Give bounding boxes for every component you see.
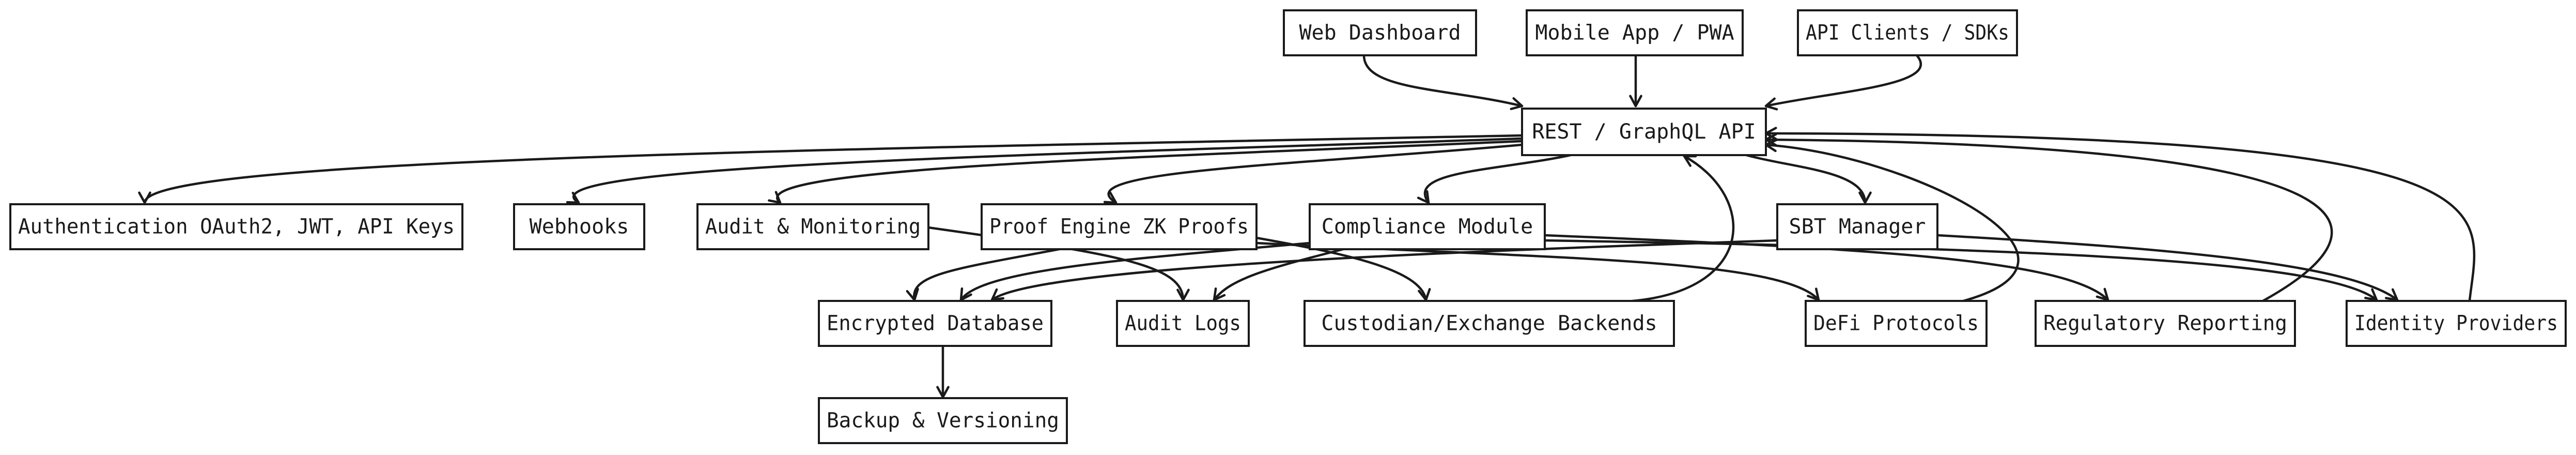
node-box-auth xyxy=(9,203,463,250)
edge-line xyxy=(1745,154,1867,204)
edge-line xyxy=(1764,143,2020,302)
node-box-regulatory xyxy=(2035,300,2296,347)
edge-line xyxy=(1631,155,1735,302)
edge-api-to-webhooks xyxy=(566,137,1524,204)
node-webhooks: Webhooks xyxy=(513,203,645,250)
arrowhead-icon xyxy=(1629,95,1642,108)
edge-line xyxy=(1213,248,1345,301)
node-mobile-app: Mobile App / PWA xyxy=(1526,9,1744,56)
edge-compliance-to-audit-logs xyxy=(1213,248,1345,301)
node-box-custodian xyxy=(1303,300,1675,347)
edge-line xyxy=(1543,234,2109,301)
node-label-web-dashboard: Web Dashboard xyxy=(1299,21,1461,45)
node-box-identity xyxy=(2346,300,2567,347)
arrowhead-icon xyxy=(1764,97,1778,111)
node-label-audit-logs: Audit Logs xyxy=(1125,312,1241,336)
edge-line xyxy=(1423,154,1572,204)
edge-line xyxy=(1764,138,2333,302)
arrowhead-icon xyxy=(1103,191,1118,204)
edge-line xyxy=(572,137,1524,204)
node-box-api-clients xyxy=(1797,9,2018,56)
node-label-sbt-manager: SBT Manager xyxy=(1789,215,1926,239)
node-defi: DeFi Protocols xyxy=(1805,300,1988,347)
edge-line xyxy=(1362,54,1524,108)
node-web-dashboard: Web Dashboard xyxy=(1283,9,1477,56)
edge-api-to-sbt-manager xyxy=(1745,154,1872,204)
edge-proof-engine-to-encrypted-db xyxy=(906,248,1061,301)
nodes-layer: Web Dashboard Mobile App / PWA API Clients… xyxy=(9,9,2567,444)
edge-line xyxy=(143,134,1524,204)
arrowhead-icon xyxy=(1510,97,1524,111)
edge-api-to-audit-monitoring xyxy=(768,140,1524,204)
node-api-clients: API Clients / SDKs xyxy=(1797,9,2018,56)
edge-line xyxy=(1255,241,1820,301)
node-auth: Authentication OAuth2, JWT, API Keys xyxy=(9,203,463,250)
node-box-api xyxy=(1521,108,1767,156)
edge-compliance-to-identity xyxy=(1543,239,2378,301)
node-box-encrypted-db xyxy=(818,300,1052,347)
node-custodian: Custodian/Exchange Backends xyxy=(1303,300,1675,347)
node-encrypted-db: Encrypted Database xyxy=(818,300,1052,347)
node-audit-logs: Audit Logs xyxy=(1116,300,1250,347)
arrowhead-icon xyxy=(1417,190,1430,204)
node-regulatory: Regulatory Reporting xyxy=(2035,300,2296,347)
arrowhead-icon xyxy=(768,191,782,204)
edge-web-dashboard-to-api xyxy=(1362,54,1524,111)
node-api: REST / GraphQL API xyxy=(1521,108,1767,156)
edge-api-to-proof-engine xyxy=(1103,143,1524,204)
node-audit-monitoring: Audit & Monitoring xyxy=(696,203,929,250)
edge-line xyxy=(1107,143,1524,204)
arrowhead-icon xyxy=(906,287,919,301)
edge-proof-engine-to-defi xyxy=(1255,241,1820,301)
edge-line xyxy=(1936,234,2399,301)
edge-api-clients-to-api xyxy=(1764,54,1922,111)
edge-api-to-auth xyxy=(138,134,1524,204)
node-label-auth: Authentication OAuth2, JWT, API Keys xyxy=(18,215,455,239)
node-proof-engine: Proof Engine ZK Proofs xyxy=(981,203,1258,250)
arrowhead-icon xyxy=(1858,191,1872,204)
edge-line xyxy=(1764,132,2476,302)
node-label-audit-monitoring: Audit & Monitoring xyxy=(705,215,921,239)
arrowhead-icon xyxy=(138,191,151,204)
node-box-proof-engine xyxy=(981,203,1258,250)
edge-line xyxy=(1543,239,2378,301)
node-label-backup: Backup & Versioning xyxy=(827,409,1059,433)
node-label-api: REST / GraphQL API xyxy=(1532,120,1756,144)
node-box-webhooks xyxy=(513,203,645,250)
edge-line xyxy=(990,239,1779,301)
node-box-sbt-manager xyxy=(1776,203,1938,250)
node-box-web-dashboard xyxy=(1283,9,1477,56)
node-box-compliance xyxy=(1309,203,1546,250)
node-box-audit-logs xyxy=(1116,300,1250,347)
node-label-defi: DeFi Protocols xyxy=(1813,312,1979,336)
node-box-mobile-app xyxy=(1526,9,1744,56)
node-label-webhooks: Webhooks xyxy=(530,215,629,239)
node-label-encrypted-db: Encrypted Database xyxy=(827,312,1044,336)
node-box-backup xyxy=(818,397,1068,444)
edge-line xyxy=(1764,54,1922,108)
node-sbt-manager: SBT Manager xyxy=(1776,203,1938,250)
edge-line xyxy=(913,248,1061,301)
node-label-api-clients: API Clients / SDKs xyxy=(1806,21,2009,45)
node-backup: Backup & Versioning xyxy=(818,397,1068,444)
edges-layer xyxy=(138,54,2476,399)
node-label-compliance: Compliance Module xyxy=(1322,215,1533,239)
arrowhead-icon xyxy=(566,191,580,204)
node-label-regulatory: Regulatory Reporting xyxy=(2043,312,2287,336)
node-compliance: Compliance Module xyxy=(1309,203,1546,250)
node-label-identity: Identity Providers xyxy=(2354,312,2558,336)
node-label-custodian: Custodian/Exchange Backends xyxy=(1321,312,1657,336)
node-label-mobile-app: Mobile App / PWA xyxy=(1535,21,1734,45)
node-label-proof-engine: Proof Engine ZK Proofs xyxy=(989,215,1249,239)
edge-custodian-to-api xyxy=(1631,155,1735,302)
node-box-audit-monitoring xyxy=(696,203,929,250)
node-identity: Identity Providers xyxy=(2346,300,2567,347)
edge-api-to-compliance xyxy=(1417,154,1572,204)
edge-encrypted-db-to-backup xyxy=(936,344,950,399)
node-box-defi xyxy=(1805,300,1988,347)
edge-line xyxy=(776,140,1524,204)
edge-mobile-app-to-api xyxy=(1629,54,1642,108)
